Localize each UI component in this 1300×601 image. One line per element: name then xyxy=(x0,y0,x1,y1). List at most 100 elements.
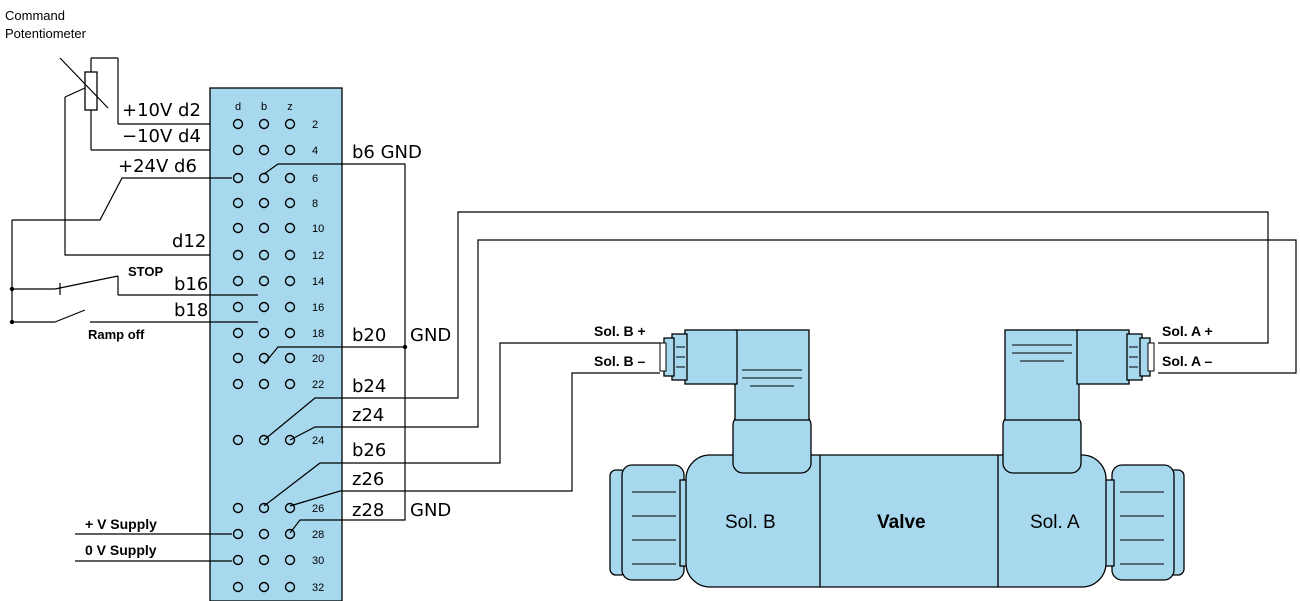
terminal-b16 xyxy=(258,301,270,313)
potentiometer-symbol xyxy=(59,57,232,256)
terminal-row-number: 16 xyxy=(312,302,324,314)
terminal-z22 xyxy=(284,378,296,390)
potentiometer-title-line1: Command xyxy=(5,8,65,23)
label-valve: Valve xyxy=(877,512,926,533)
label-sol-a: Sol. A xyxy=(1030,512,1080,533)
terminal-d6 xyxy=(232,172,244,184)
terminal-d28 xyxy=(232,528,244,540)
label-b16: b16 xyxy=(174,274,208,295)
label-b24: b24 xyxy=(352,376,386,397)
label-b18: b18 xyxy=(174,300,208,321)
label-gnd-b20: GND xyxy=(410,325,451,346)
label-d12: d12 xyxy=(172,231,206,252)
label-stop: STOP xyxy=(128,264,163,279)
terminal-row-number: 32 xyxy=(312,582,324,594)
label-b6-gnd: b6 GND xyxy=(352,142,422,163)
label-z28: z28 xyxy=(352,500,384,521)
terminal-row-number: 30 xyxy=(312,555,324,567)
terminal-z4 xyxy=(284,144,296,156)
left-wiring xyxy=(9,177,258,562)
terminal-row-number: 10 xyxy=(312,223,324,235)
terminal-d4 xyxy=(232,144,244,156)
label-sol-a-plus: Sol. A + xyxy=(1162,323,1213,339)
label-sol-a-minus: Sol. A – xyxy=(1162,353,1213,369)
terminal-z20 xyxy=(284,352,296,364)
potentiometer-title-line2: Potentiometer xyxy=(5,26,87,41)
terminal-z30 xyxy=(284,554,296,566)
right-wiring xyxy=(263,163,1297,534)
label-z26: z26 xyxy=(352,469,384,490)
terminal-z16 xyxy=(284,301,296,313)
terminal-z6 xyxy=(284,172,296,184)
label-minus10v: −10V d4 xyxy=(122,126,201,147)
label-ramp-off: Ramp off xyxy=(88,327,145,342)
label-plus24v: +24V d6 xyxy=(118,156,197,177)
terminal-z2 xyxy=(284,118,296,130)
label-sol-b-plus: Sol. B + xyxy=(594,323,646,339)
label-plus10v: +10V d2 xyxy=(122,100,201,121)
terminal-d10 xyxy=(232,222,244,234)
terminal-z18 xyxy=(284,327,296,339)
terminal-b14 xyxy=(258,275,270,287)
terminal-row-number: 14 xyxy=(312,276,324,288)
label-plus-v-supply: + V Supply xyxy=(85,516,157,532)
terminal-b32 xyxy=(258,581,270,593)
terminal-b20 xyxy=(258,352,270,364)
terminal-header-d: d xyxy=(235,101,241,113)
terminal-z8 xyxy=(284,197,296,209)
label-b20: b20 xyxy=(352,325,386,346)
label-sol-b-minus: Sol. B – xyxy=(594,353,646,369)
terminal-d2 xyxy=(232,118,244,130)
terminal-row-number: 24 xyxy=(312,435,324,447)
terminal-b6 xyxy=(258,172,270,184)
terminal-z12 xyxy=(284,249,296,261)
terminal-row-number: 8 xyxy=(312,198,318,210)
terminal-d32 xyxy=(232,581,244,593)
terminal-row-number: 6 xyxy=(312,173,318,185)
terminal-d20 xyxy=(232,352,244,364)
label-z24: z24 xyxy=(352,405,384,426)
terminal-row-number: 28 xyxy=(312,529,324,541)
terminal-d30 xyxy=(232,554,244,566)
terminal-row-number: 18 xyxy=(312,328,324,340)
terminal-d18 xyxy=(232,327,244,339)
terminal-d8 xyxy=(232,197,244,209)
label-gnd-z28: GND xyxy=(410,500,451,521)
terminal-d16 xyxy=(232,301,244,313)
terminal-strip xyxy=(209,87,343,601)
terminal-b8 xyxy=(258,197,270,209)
terminal-row-number: 20 xyxy=(312,353,324,365)
terminal-row-number: 22 xyxy=(312,379,324,391)
terminal-b10 xyxy=(258,222,270,234)
label-zero-v-supply: 0 V Supply xyxy=(85,542,157,558)
terminal-b2 xyxy=(258,118,270,130)
terminal-b22 xyxy=(258,378,270,390)
terminal-d14 xyxy=(232,275,244,287)
label-sol-b: Sol. B xyxy=(725,512,776,533)
terminal-b26 xyxy=(258,502,270,514)
valve-assembly xyxy=(609,329,1185,588)
terminal-d26 xyxy=(232,502,244,514)
terminal-row-number: 2 xyxy=(312,119,318,131)
terminal-d12 xyxy=(232,249,244,261)
terminal-d24 xyxy=(232,434,244,446)
terminal-b28 xyxy=(258,528,270,540)
terminal-z32 xyxy=(284,581,296,593)
label-b26: b26 xyxy=(352,440,386,461)
terminal-row-number: 12 xyxy=(312,250,324,262)
terminal-b4 xyxy=(258,144,270,156)
terminal-header-b: b xyxy=(261,101,267,113)
terminal-row-number: 26 xyxy=(312,503,324,515)
terminal-z28 xyxy=(284,528,296,540)
terminal-header-z: z xyxy=(287,101,293,113)
terminal-b30 xyxy=(258,554,270,566)
terminal-row-number: 4 xyxy=(312,145,318,157)
terminal-z10 xyxy=(284,222,296,234)
terminal-b12 xyxy=(258,249,270,261)
terminal-b18 xyxy=(258,327,270,339)
terminal-z14 xyxy=(284,275,296,287)
terminal-d22 xyxy=(232,378,244,390)
